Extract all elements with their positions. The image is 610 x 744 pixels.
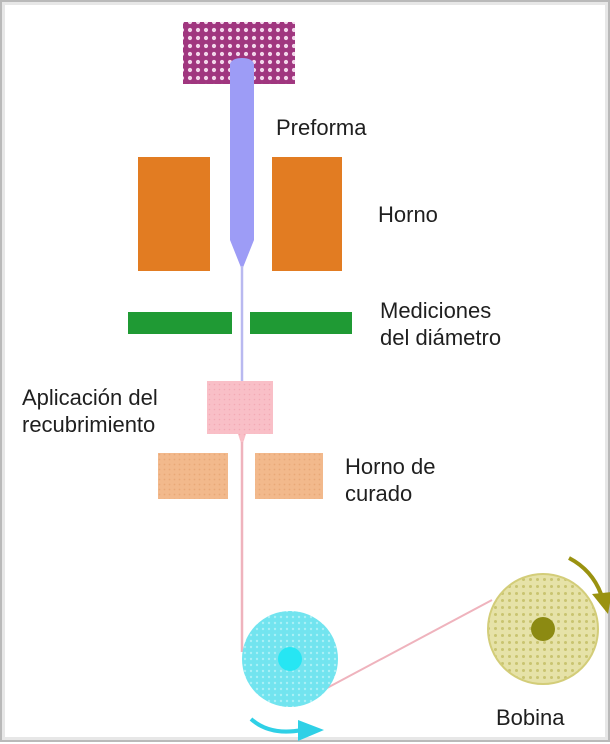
capstan-hub <box>278 647 302 671</box>
label-preforma: Preforma <box>276 115 367 140</box>
label-aplicacion-line2: recubrimiento <box>22 412 156 437</box>
rotation-arrow-icon <box>249 717 303 734</box>
diameter-measurement-left <box>128 312 232 334</box>
spool-rotation-arrow-icon <box>568 556 603 595</box>
coating-applicator <box>207 381 273 446</box>
spool-hub <box>531 617 555 641</box>
label-horno-curado: Horno de curado <box>345 453 436 507</box>
label-horno: Horno <box>378 202 438 227</box>
fiber-to-spool <box>326 599 493 689</box>
label-mediciones-line1: Mediciones <box>380 298 492 323</box>
label-horno-curado-line1: Horno de <box>345 454 436 479</box>
furnace-left <box>138 157 210 271</box>
curing-oven-left <box>158 453 228 499</box>
furnace-right <box>272 157 342 271</box>
curing-oven-right <box>255 453 323 499</box>
rotation-arrowhead-icon <box>298 720 324 741</box>
label-horno-curado-line2: curado <box>345 481 413 506</box>
label-aplicacion-line1: Aplicación del <box>22 385 158 410</box>
diameter-measurement-right <box>250 312 352 334</box>
label-mediciones-line2: del diámetro <box>380 325 502 350</box>
spool-rotation-arrowhead-icon <box>592 592 610 614</box>
label-aplicacion-recubrimiento: Aplicación del recubrimiento <box>22 384 158 438</box>
label-bobina: Bobina <box>496 705 565 730</box>
preform <box>230 58 254 270</box>
label-mediciones-diametro: Mediciones del diámetro <box>380 297 501 351</box>
